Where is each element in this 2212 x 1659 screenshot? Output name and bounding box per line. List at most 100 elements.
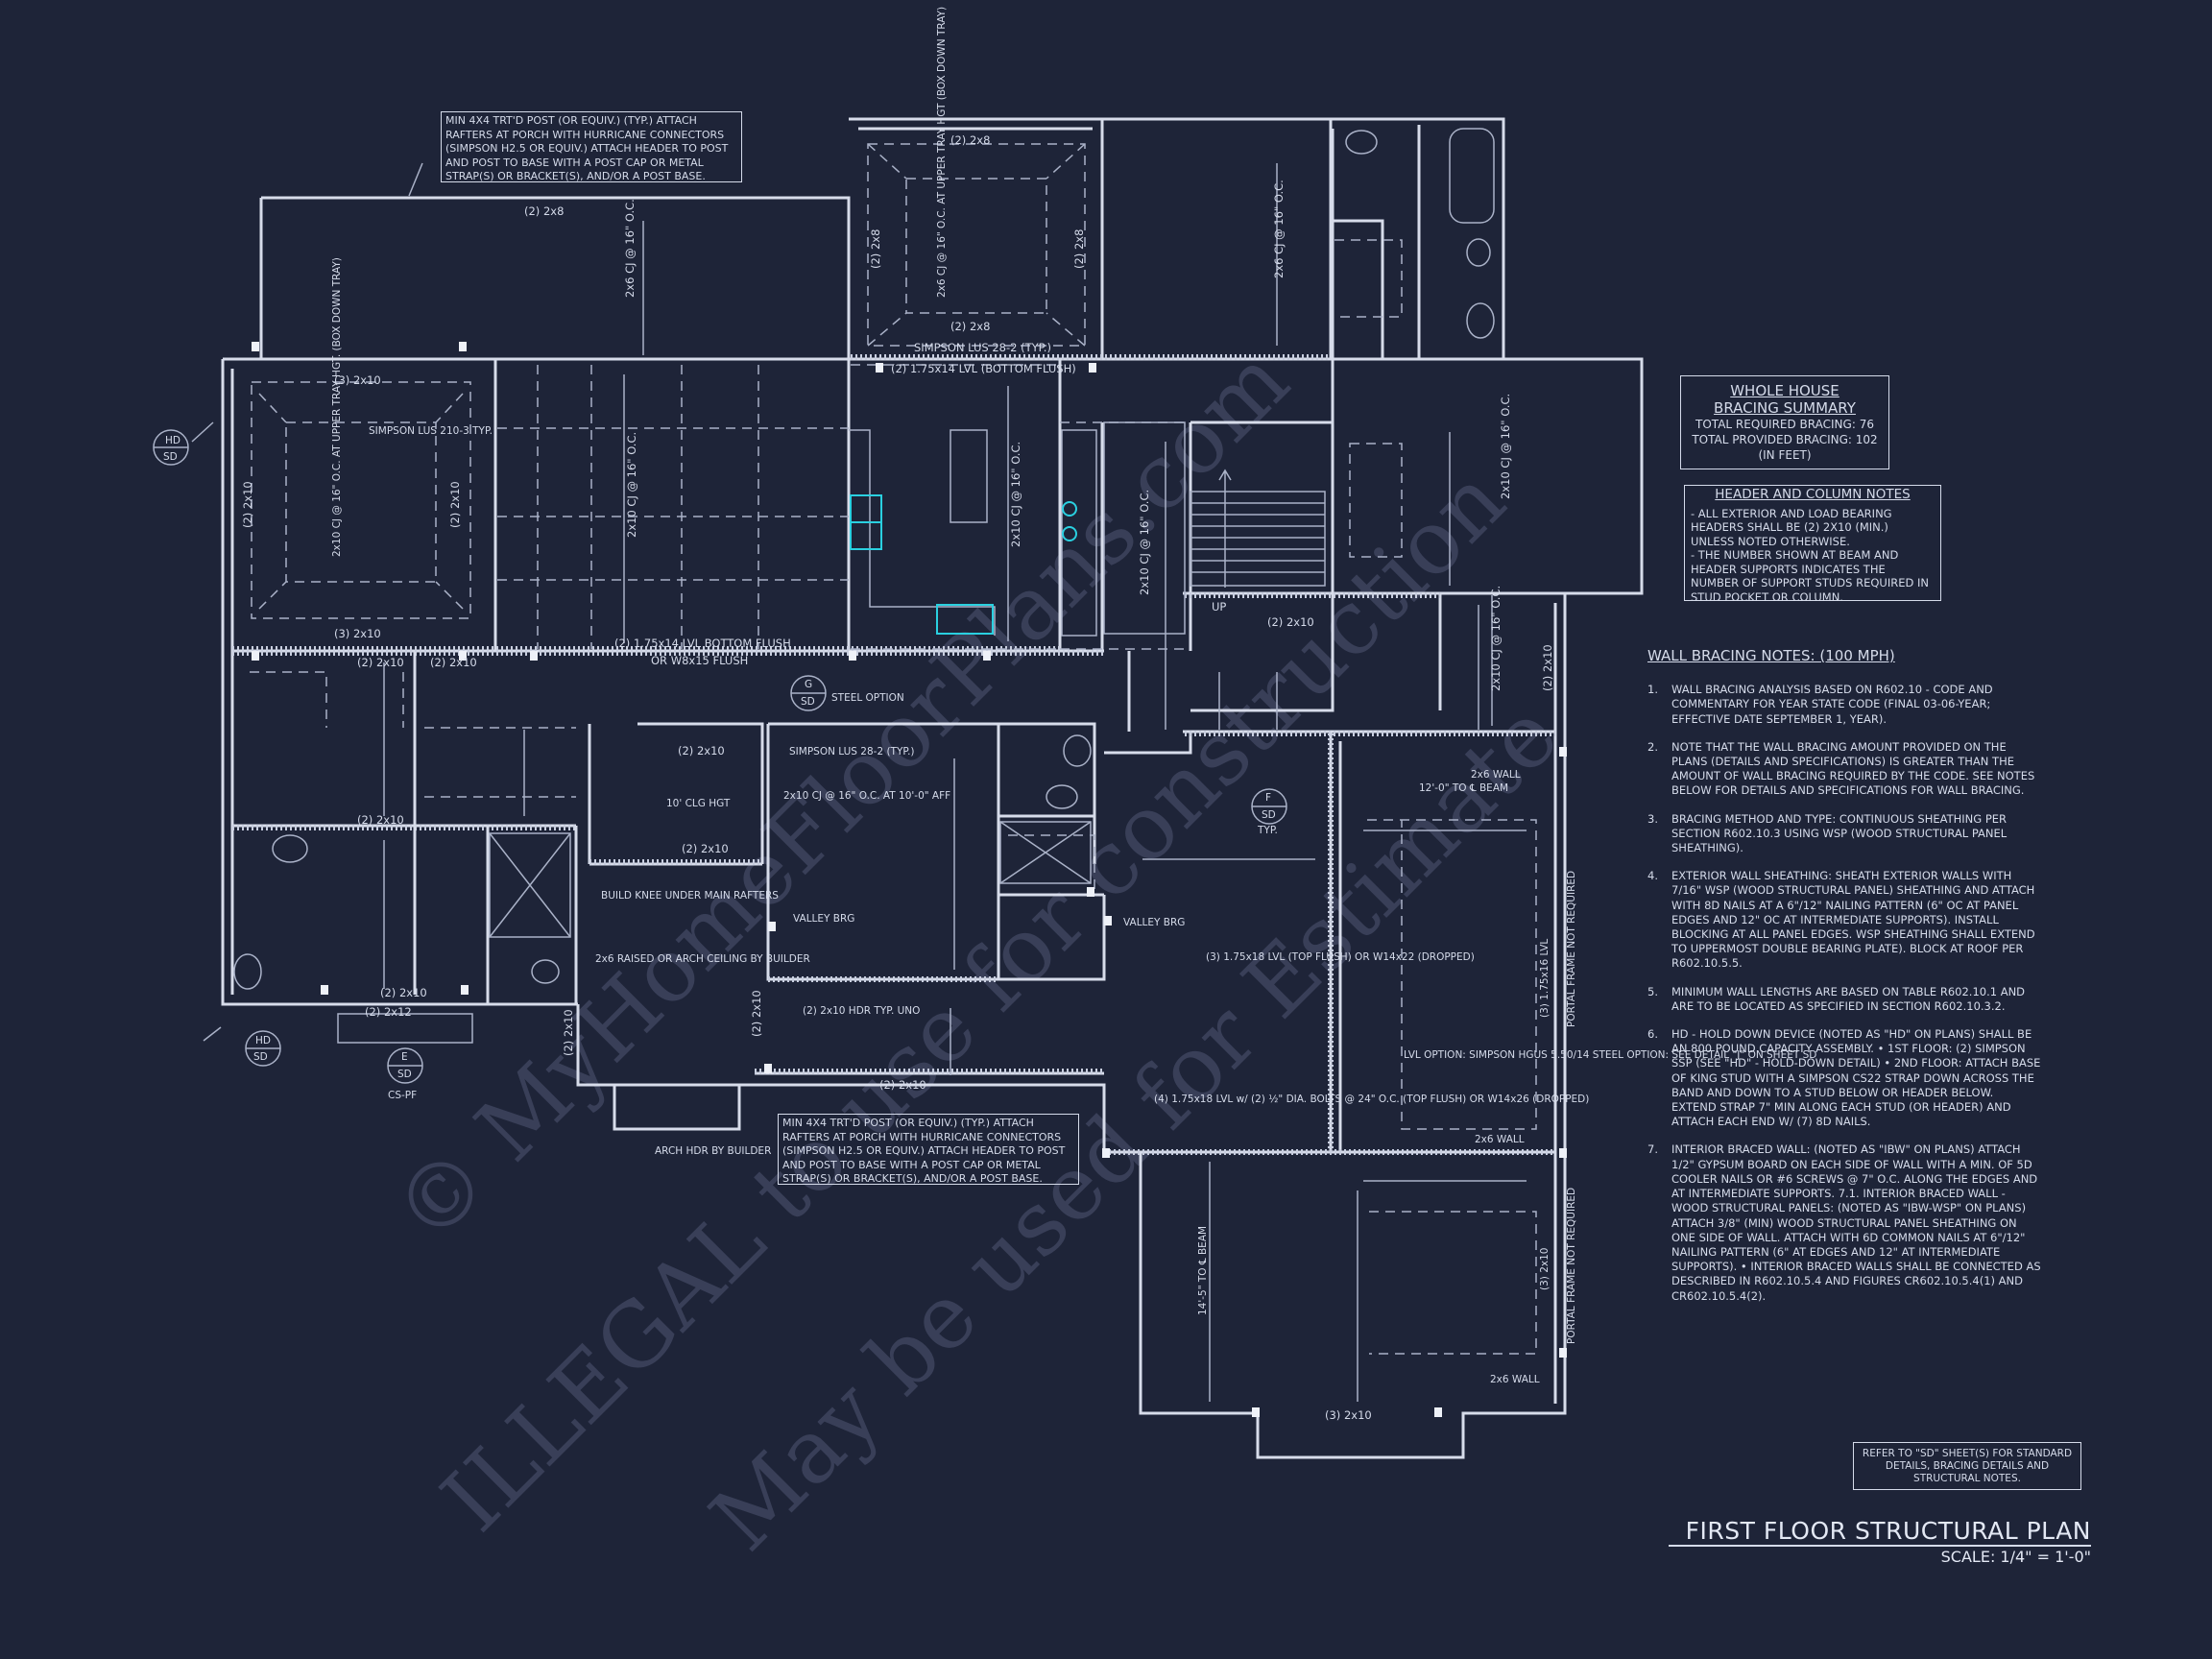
- wall-bracing-notes: WALL BRACING NOTES: (100 MPH) 1.WALL BRA…: [1647, 647, 2041, 1317]
- refer-note-panel: REFER TO "SD" SHEET(S) FOR STANDARD DETA…: [1853, 1442, 2081, 1490]
- note-item: 2.NOTE THAT THE WALL BRACING AMOUNT PROV…: [1647, 740, 2041, 799]
- note-number: 1.: [1647, 683, 1658, 697]
- steel-option-label: STEEL OPTION: [831, 692, 904, 704]
- cj-label-e: 2x10 CJ @ 16" O.C.: [1138, 490, 1151, 595]
- portal-frame-label: PORTAL FRAME NOT REQUIRED: [1566, 871, 1577, 1027]
- note-text: HD - HOLD DOWN DEVICE (NOTED AS "HD" ON …: [1671, 1027, 2041, 1129]
- plan-scale: SCALE: 1/4" = 1'-0": [1940, 1548, 2091, 1566]
- kitchen: [849, 429, 1097, 637]
- note-number: 3.: [1647, 811, 1658, 826]
- valley-brg-label: VALLEY BRG: [793, 913, 854, 925]
- header-label-r2: (2) 2x10: [430, 656, 477, 669]
- tray-note-label: 2x6 CJ @ 16" O.C. AT UPPER TRAY HGT (BOX…: [936, 7, 948, 298]
- porch-header-label: (2) 2x8: [524, 204, 564, 218]
- note-item: 3. BRACING METHOD AND TYPE: CONTINUOUS SH…: [1647, 812, 2041, 856]
- total-provided-bracing: TOTAL PROVIDED BRACING: 102: [1692, 433, 1878, 446]
- cj-label-b: 2x6 CJ @ 16" O.C.: [1272, 180, 1286, 278]
- portal-frame-label-2: PORTAL FRAME NOT REQUIRED: [1566, 1188, 1577, 1344]
- plan-title-text: FIRST FLOOR STRUCTURAL PLAN: [1685, 1517, 2091, 1545]
- header-label-2x12: (2) 2x12: [365, 1005, 412, 1019]
- knee-wall-label: BUILD KNEE UNDER MAIN RAFTERS: [601, 890, 779, 902]
- note-text: INTERIOR BRACED WALL: (NOTED AS "IBW" ON…: [1671, 1142, 2041, 1303]
- refer-note-text: REFER TO "SD" SHEET(S) FOR STANDARD DETA…: [1862, 1448, 2073, 1484]
- note-text: BRACING METHOD AND TYPE: CONTINUOUS SHEA…: [1671, 811, 2008, 855]
- note-text: MINIMUM WALL LENGTHS ARE BASED ON TABLE …: [1671, 984, 2026, 1013]
- w8x15-label: OR W8x15 FLUSH: [651, 654, 748, 667]
- note-item: 1.WALL BRACING ANALYSIS BASED ON R602.10…: [1647, 683, 2041, 727]
- header-label-r1: (2) 2x10: [357, 656, 404, 669]
- header-note-2: - THE NUMBER SHOWN AT BEAM AND HEADER SU…: [1691, 548, 1929, 604]
- header-label-r8: (2) 2x10: [1267, 615, 1314, 629]
- valley-brg-label-2: VALLEY BRG: [1123, 917, 1185, 928]
- note-number: 7.: [1647, 1142, 1658, 1157]
- typ-label: TYP.: [1257, 825, 1278, 836]
- f-symbol-label: F: [1265, 792, 1271, 804]
- hdr-typ-label: (2) 2x10 HDR TYP. UNO: [803, 1005, 920, 1017]
- watermark: © MyHomeFloorPlans.com ILLEGAL to use fo…: [374, 329, 1577, 1571]
- sd-symbol-label: SD: [163, 451, 178, 463]
- lvl-option-label: LVL OPTION: SIMPSON HGUS 5.50/14 STEEL O…: [1404, 1049, 1816, 1061]
- posts: [252, 342, 1567, 1417]
- bracing-unit: (IN FEET): [1758, 448, 1812, 462]
- header-3x10-bottom: (3) 2x10: [1325, 1408, 1372, 1422]
- header-label-r6: (2) 2x10: [682, 842, 729, 855]
- plan-title: FIRST FLOOR STRUCTURAL PLAN: [1659, 1517, 2091, 1547]
- total-required-bracing: TOTAL REQUIRED BRACING: 76: [1695, 418, 1874, 431]
- bay-header-label-2: (2) 2x8: [950, 320, 990, 333]
- simpson-lus210-label: SIMPSON LUS 210-3 TYP.: [369, 425, 493, 437]
- sd-symbol-label-4: SD: [1262, 809, 1276, 821]
- header-label-r5: (2) 2x10: [678, 744, 725, 757]
- note-text: EXTERIOR WALL SHEATHING: SHEATH EXTERIOR…: [1671, 869, 2035, 971]
- note-item: 4. EXTERIOR WALL SHEATHING: SHEATH EXTERI…: [1647, 869, 2041, 971]
- plan-labels: (2) 2x8 (2) 2x8 (2) 2x8 (2) 2x8 (2) 2x8 …: [241, 7, 1816, 1422]
- simpson-lus-label: SIMPSON LUS 28-2 (TYP.): [914, 341, 1051, 354]
- lvl-4-label: (4) 1.75x18 LVL w/ (2) ½" DIA. BOLTS @ 2…: [1154, 1094, 1589, 1105]
- arch-hdr-label: ARCH HDR BY BUILDER: [655, 1145, 771, 1157]
- header-label-r11: (2) 2x10: [1541, 644, 1554, 691]
- note-number: 5.: [1647, 984, 1658, 998]
- sd-symbol-label-2: SD: [253, 1051, 268, 1063]
- wall-2x6-label: 2x6 WALL: [1471, 769, 1521, 781]
- title-underline: [1669, 1545, 2091, 1547]
- lvl-16-label: (3) 1.75x16 LVL: [1539, 939, 1551, 1018]
- cj-label-f: 2x10 CJ @ 16" O.C.: [1499, 394, 1512, 499]
- arch-ceiling-label: 2x6 RAISED OR ARCH CEILING BY BUILDER: [595, 953, 810, 965]
- note-number: 4.: [1647, 869, 1658, 883]
- cj-label-g: 2x10 CJ @ 16" O.C.: [1489, 586, 1503, 691]
- beam-dim-label: 12'-0" TO ℄ BEAM: [1419, 782, 1508, 794]
- simpson-lus282-label: SIMPSON LUS 28-2 (TYP.): [789, 746, 915, 757]
- joist-arrows: [383, 163, 1527, 1402]
- header-label-r9: (2) 2x10: [562, 1009, 575, 1056]
- header-label-r4: (2) 2x10: [380, 986, 427, 999]
- note-number: 6.: [1647, 1027, 1658, 1042]
- note-item: 5. MINIMUM WALL LENGTHS ARE BASED ON TABL…: [1647, 985, 2041, 1014]
- g-symbol-label: G: [805, 679, 812, 690]
- bay-header-label: (2) 2x8: [950, 133, 990, 147]
- wall-bracing-notes-title: WALL BRACING NOTES: (100 MPH): [1647, 647, 1895, 664]
- tray-note-label-2: 2x10 CJ @ 16" O.C. AT UPPER TRAY HGT. (B…: [331, 257, 343, 557]
- note-text: NOTE THAT THE WALL BRACING AMOUNT PROVID…: [1671, 739, 2035, 798]
- ceiling-height-label: 10' CLG HGT: [666, 798, 731, 809]
- e-symbol-label: E: [401, 1051, 408, 1063]
- cj-label-d: 2x10 CJ @ 16" O.C.: [1009, 442, 1022, 547]
- header-label-r10: (2) 2x10: [750, 990, 763, 1037]
- header-note-1: - ALL EXTERIOR AND LOAD BEARING HEADERS …: [1691, 506, 1892, 548]
- bay-side-label-2: (2) 2x8: [1072, 229, 1086, 269]
- bearing-lines: [232, 354, 1555, 1152]
- cs-pf-label: CS-PF: [388, 1090, 417, 1101]
- bracing-summary-title: WHOLE HOUSE: [1730, 382, 1839, 399]
- detail-symbols: HD SD HD SD G SD F SD E SD CS-PF: [153, 162, 1287, 1101]
- side-header-label: (2) 2x10: [241, 481, 254, 528]
- header-label-3x10-b: (3) 2x10: [334, 627, 381, 640]
- ceiling-lines: [250, 143, 1537, 1355]
- sd-symbol-label-3: SD: [801, 696, 815, 708]
- beam-dim-label-2: 14'-5" TO ℄ BEAM: [1197, 1226, 1209, 1315]
- hd-symbol-label: HD: [165, 435, 180, 446]
- cj-10ft-label: 2x10 CJ @ 16" O.C. AT 10'-0" AFF: [783, 790, 950, 802]
- header-3x10-right: (3) 2x10: [1539, 1248, 1551, 1290]
- header-column-notes-title: HEADER AND COLUMN NOTES: [1715, 487, 1911, 502]
- cj-label-c: 2x10 CJ @ 16" O.C.: [625, 432, 638, 538]
- stair-up-label: UP: [1212, 600, 1226, 613]
- bath-fixtures: [233, 128, 1495, 990]
- header-label-r3: (2) 2x10: [357, 813, 404, 827]
